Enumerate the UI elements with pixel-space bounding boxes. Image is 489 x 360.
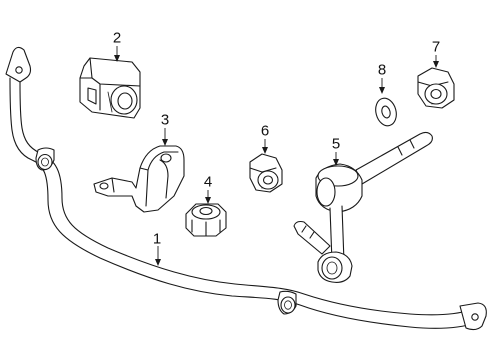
washer-8 <box>375 97 397 127</box>
callout-6: 6 <box>260 122 270 140</box>
nut-7 <box>417 67 455 109</box>
bar-bushing-left <box>35 147 55 171</box>
callout-3: 3 <box>160 111 170 129</box>
leader-lines <box>114 46 439 266</box>
nut-4 <box>185 203 227 237</box>
stabilizer-bar <box>5 46 487 331</box>
stabilizer-bar-outline-outer <box>9 77 477 329</box>
bar-bushing-right <box>277 290 297 315</box>
callout-8: 8 <box>377 61 387 79</box>
nut-6 <box>249 153 283 193</box>
stabilizer-bar-upper-end <box>5 46 32 83</box>
callout-2: 2 <box>112 29 122 47</box>
bushing-block <box>79 57 141 119</box>
callout-4: 4 <box>203 173 213 191</box>
callout-1: 1 <box>152 230 162 248</box>
callout-7: 7 <box>431 38 441 56</box>
callout-5: 5 <box>331 135 341 153</box>
bushing-bracket <box>93 145 185 213</box>
stabilizer-link <box>293 131 433 283</box>
stabilizer-bar-outline-inner <box>19 81 471 316</box>
